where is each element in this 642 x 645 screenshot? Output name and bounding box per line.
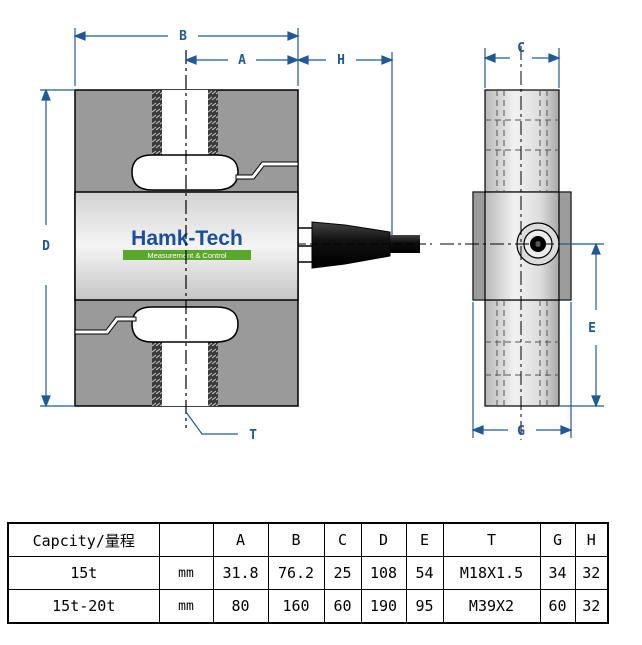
cell-H: 32 [574,589,609,624]
header-T: T [442,522,541,557]
dim-label-C: C [517,41,525,56]
cell-D: 190 [360,589,407,624]
cell-E: 95 [405,589,444,624]
header-capacity: Capcity/量程 [7,522,160,557]
header-G: G [539,522,576,557]
dim-label-A: A [238,53,246,68]
cell-capacity: 15t [7,556,160,590]
cell-B: 160 [267,589,325,624]
header-A: A [212,522,269,557]
cell-H: 32 [574,556,609,590]
upper-slot [131,154,239,191]
side-cylinder-top [484,89,560,193]
front-view: Hamk-Tech Measurement & Control [74,50,432,428]
header-D: D [360,522,407,557]
cell-capacity: 15t-20t [7,589,160,624]
side-dimensions [471,48,604,438]
dim-label-E: E [588,321,596,336]
dim-label-H: H [337,53,345,68]
cable [298,221,420,269]
dim-label-B: B [179,29,187,44]
table-row: 15t mm 31.8 76.2 25 108 54 M18X1.5 34 32 [7,556,609,590]
spec-table: Capcity/量程 A B C D E T G H 15t mm 31.8 7… [7,522,609,624]
header-H: H [574,522,609,557]
cell-C: 60 [323,589,362,624]
brand-logo-text: Hamk-Tech [131,227,243,250]
cell-A: 80 [212,589,269,624]
cell-unit: mm [158,589,214,624]
cell-B: 76.2 [267,556,325,590]
cell-G: 34 [539,556,576,590]
header-C: C [323,522,362,557]
side-cylinder-bottom [484,299,560,407]
brand-tagline-text: Measurement & Control [147,251,227,260]
cell-C: 25 [323,556,362,590]
cell-E: 54 [405,556,444,590]
lower-slot [131,306,239,343]
side-view [440,46,600,440]
cell-unit: mm [158,556,214,590]
cell-D: 108 [360,556,407,590]
cell-A: 31.8 [212,556,269,590]
dim-label-T: T [249,428,257,443]
header-unit [158,522,214,557]
table-header-row: Capcity/量程 A B C D E T G H [7,522,609,557]
header-B: B [267,522,325,557]
front-dimensions [40,28,394,435]
header-E: E [405,522,444,557]
cell-G: 60 [539,589,576,624]
dim-label-D: D [42,239,50,254]
cell-T: M18X1.5 [442,556,541,590]
dim-label-G: G [517,424,525,439]
brand-tagline-bar [123,250,251,260]
cell-T: M39X2 [442,589,541,624]
load-cell-drawing: Hamk-Tech Measurement & Control [40,28,604,443]
table-row: 15t-20t mm 80 160 60 190 95 M39X2 60 32 [7,589,609,624]
